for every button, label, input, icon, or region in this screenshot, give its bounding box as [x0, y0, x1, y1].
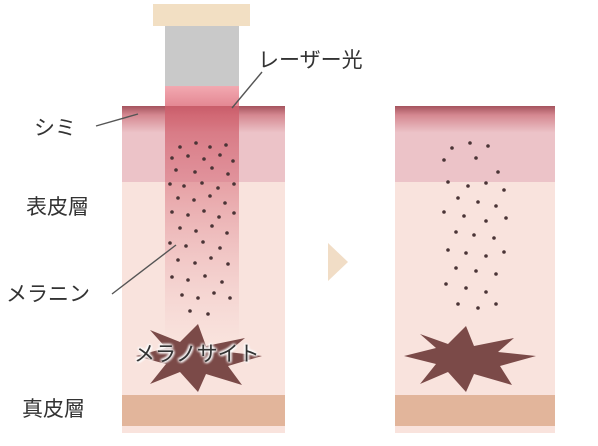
- shimi-leader: [95, 113, 139, 127]
- melanin-dots-before: [168, 141, 236, 316]
- laser-beam: [165, 106, 239, 344]
- laser-device-cap: [153, 4, 250, 26]
- laser-device-body: [165, 26, 239, 86]
- melanocyte-shape-after: [404, 326, 536, 392]
- spot-band-after: [395, 106, 555, 182]
- melanocyte-shape: [136, 324, 262, 392]
- chevron-right-icon: [328, 243, 348, 281]
- after-skin-section: [395, 106, 555, 433]
- melanin-label: メラニン: [6, 282, 90, 306]
- before-skin-section: [95, 4, 285, 433]
- laser-beam-top: [165, 86, 239, 106]
- dermis-band-after: [395, 395, 555, 426]
- laser-light-label: レーザー光: [258, 48, 363, 72]
- melanin-leader: [111, 244, 177, 295]
- melanocyte-label: メラノサイト: [134, 342, 260, 366]
- epidermis-label: 表皮層: [26, 195, 89, 219]
- laser-leader: [231, 71, 263, 109]
- dermis-band: [122, 395, 285, 426]
- dermis-label: 真皮層: [22, 397, 85, 421]
- melanin-dots-after: [442, 141, 508, 310]
- spot-label: シミ: [34, 116, 76, 140]
